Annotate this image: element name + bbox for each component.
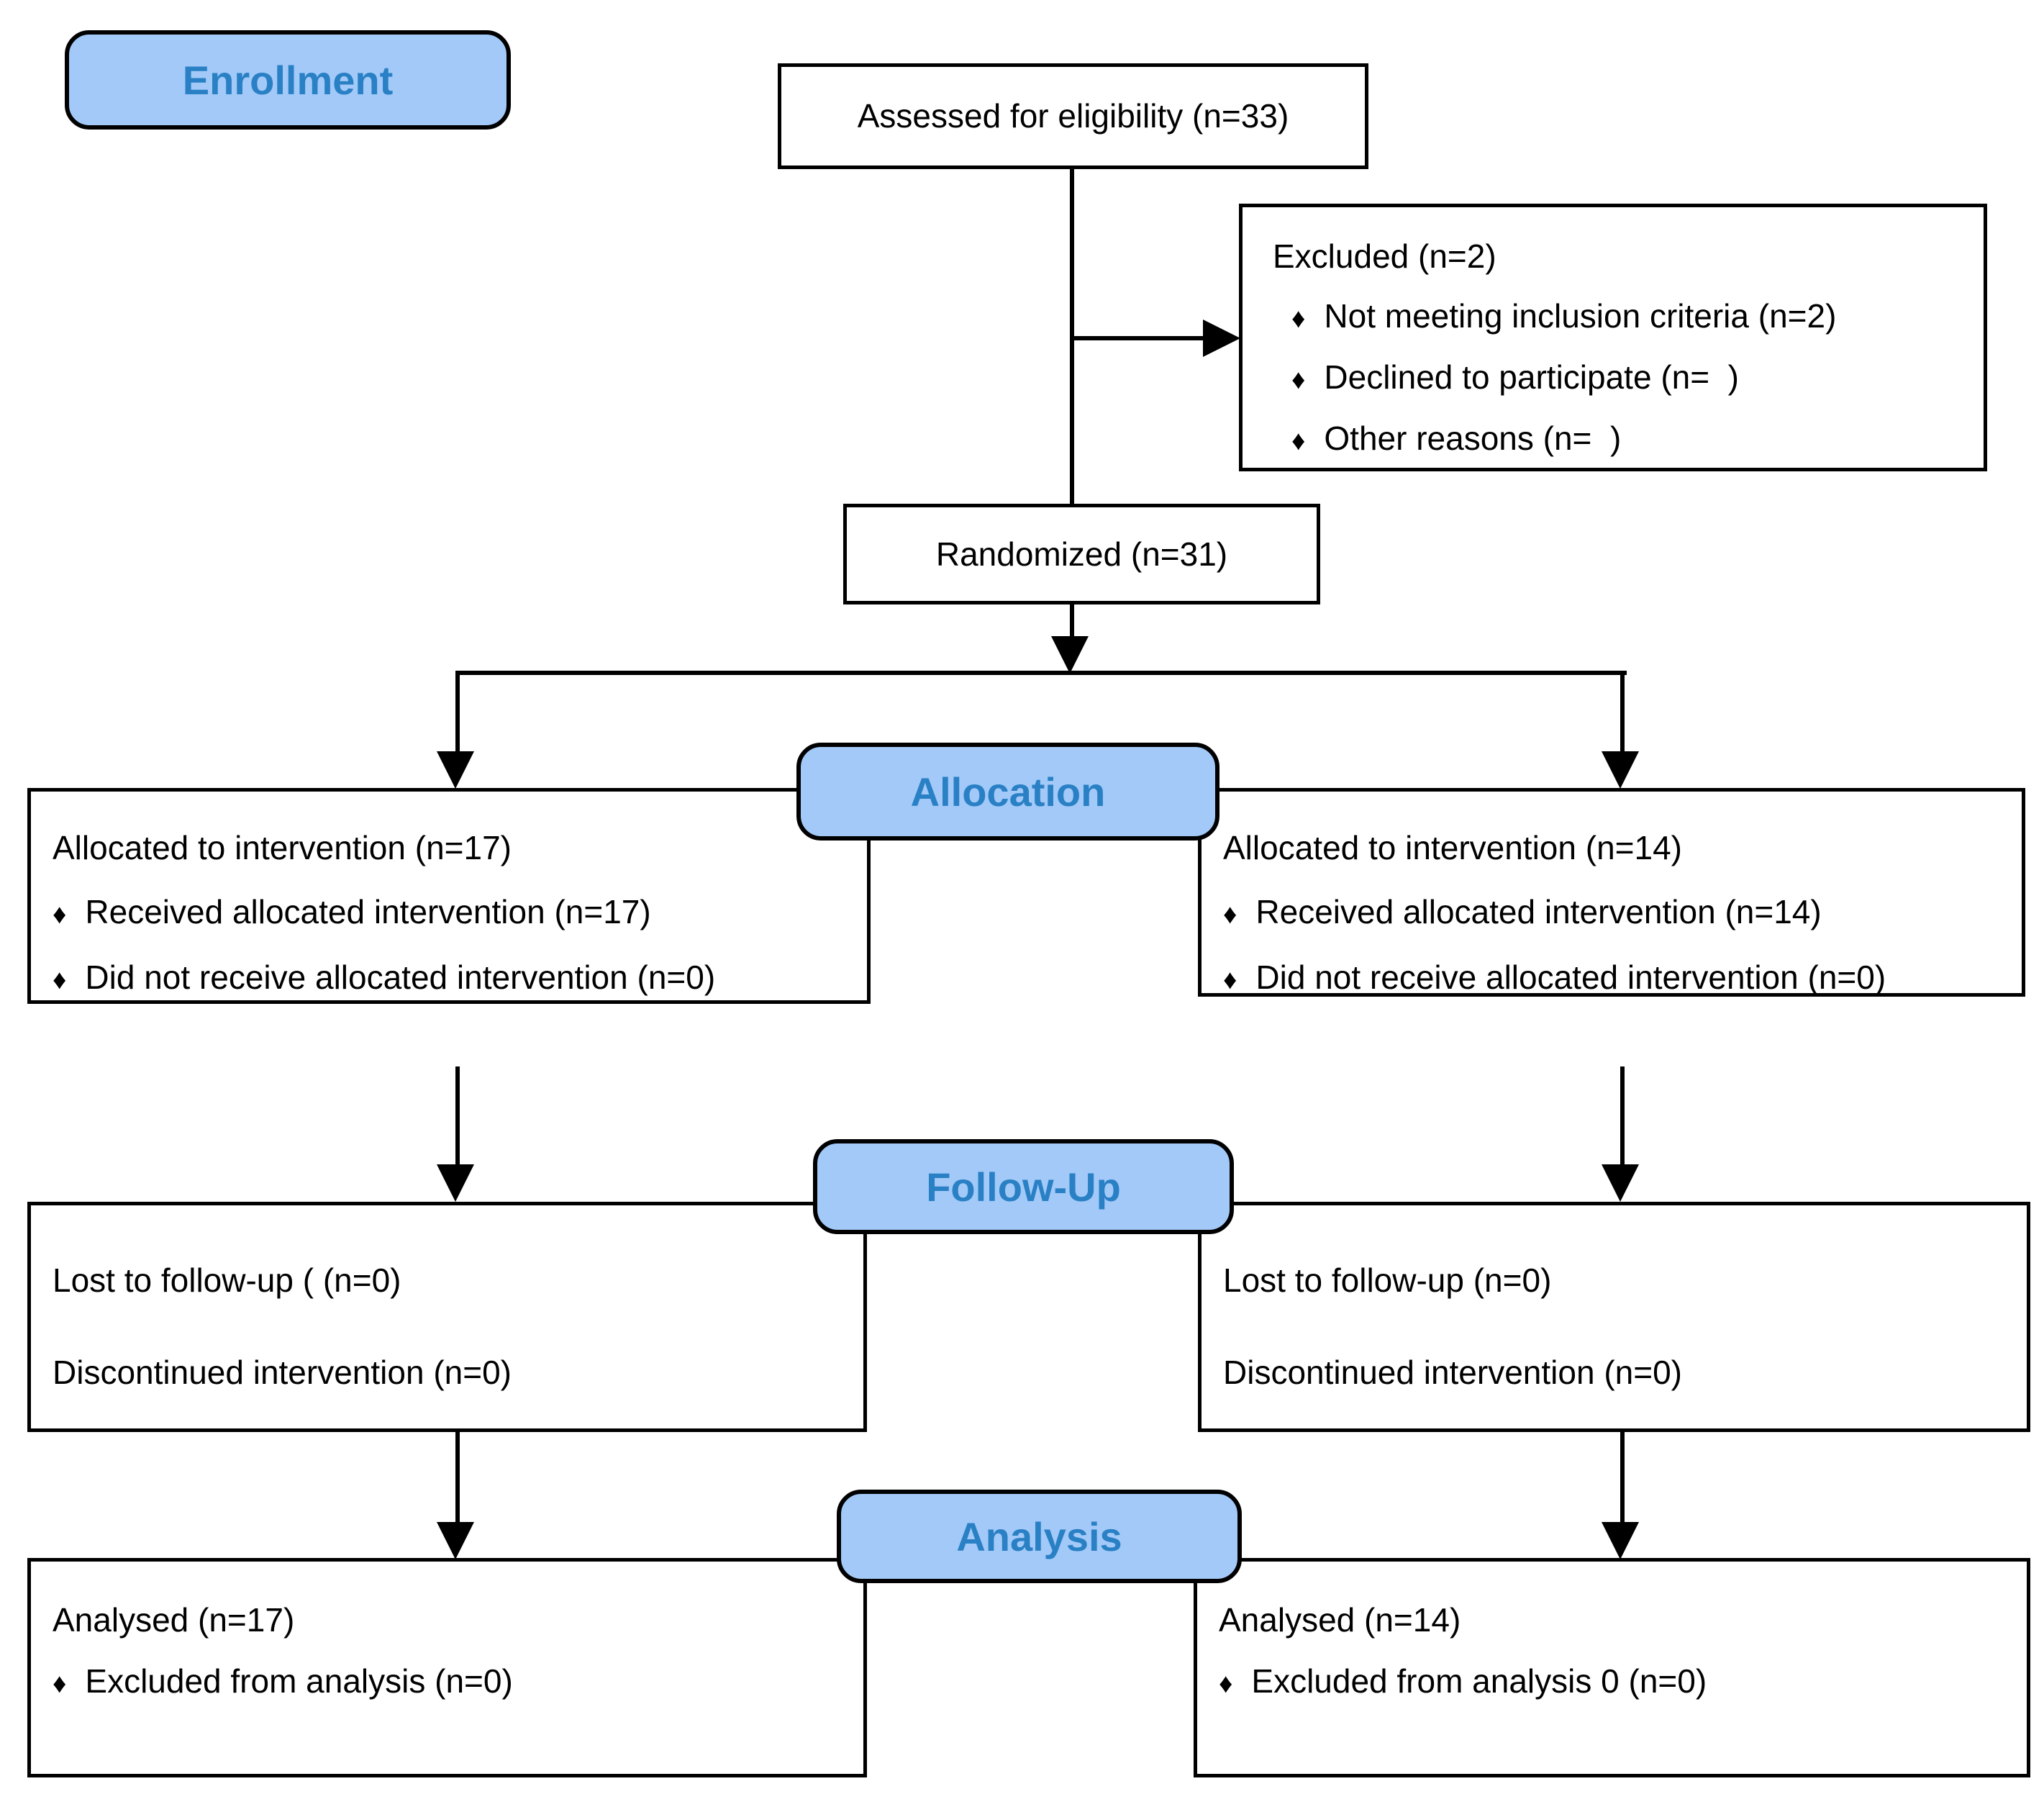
diamond-bullet-icon: ♦ — [53, 899, 67, 930]
analysis-left-item-text: Excluded from analysis (n=0) — [85, 1662, 513, 1700]
assessed-text: Assessed for eligibility (n=33) — [857, 97, 1289, 135]
excluded-item-text: Declined to participate (n= ) — [1324, 358, 1739, 396]
analysis-right-item: ♦ Excluded from analysis 0 (n=0) — [1219, 1662, 2012, 1700]
followup-left-box: Lost to follow-up ( (n=0) Discontinued i… — [27, 1202, 867, 1432]
followup-left-line2: Discontinued intervention (n=0) — [53, 1353, 512, 1391]
allocation-left-item-text: Did not receive allocated intervention (… — [85, 958, 716, 996]
excluded-box: Excluded (n=2) ♦ Not meeting inclusion c… — [1239, 204, 1987, 471]
arrowhead-branch-junction — [1051, 636, 1089, 674]
arrowhead-analysis-left — [437, 1522, 474, 1559]
allocation-right-box: Allocated to intervention (n=14) ♦ Recei… — [1198, 788, 2025, 997]
connector-to-excluded — [1070, 336, 1207, 340]
diamond-bullet-icon: ♦ — [1291, 303, 1306, 334]
arrowhead-fu-left — [437, 1164, 474, 1202]
stage-followup: Follow-Up — [813, 1139, 1234, 1234]
assessed-box: Assessed for eligibility (n=33) — [778, 63, 1368, 169]
analysis-right-box: Analysed (n=14) ♦ Excluded from analysis… — [1194, 1558, 2030, 1777]
diamond-bullet-icon: ♦ — [1223, 899, 1237, 930]
diamond-bullet-icon: ♦ — [53, 1668, 67, 1699]
connector-branch-left — [455, 671, 460, 753]
analysis-left-item: ♦ Excluded from analysis (n=0) — [53, 1662, 849, 1700]
diamond-bullet-icon: ♦ — [1291, 425, 1306, 456]
connector-fu-to-analysis-left — [455, 1431, 460, 1524]
followup-right-box: Lost to follow-up (n=0) Discontinued int… — [1198, 1202, 2030, 1432]
randomized-text: Randomized (n=31) — [935, 535, 1228, 573]
excluded-item: ♦ Other reasons (n= ) — [1273, 420, 1969, 458]
stage-allocation: Allocation — [796, 743, 1219, 841]
stage-enrollment-label: Enrollment — [182, 57, 394, 103]
allocation-left-item-text: Received allocated intervention (n=17) — [85, 892, 651, 930]
diamond-bullet-icon: ♦ — [1223, 964, 1237, 995]
stage-followup-label: Follow-Up — [926, 1164, 1121, 1210]
connector-alloc-to-fu-left — [455, 1066, 460, 1167]
followup-left-line1: Lost to follow-up ( (n=0) — [53, 1261, 401, 1299]
arrowhead-alloc-left — [437, 751, 474, 789]
allocation-right-item-text: Did not receive allocated intervention (… — [1255, 958, 1886, 996]
connector-branch-right — [1620, 671, 1625, 753]
followup-right-line1: Lost to follow-up (n=0) — [1223, 1261, 1552, 1299]
stage-allocation-label: Allocation — [910, 769, 1106, 815]
allocation-left-item: ♦ Did not receive allocated intervention… — [53, 959, 853, 997]
diamond-bullet-icon: ♦ — [53, 964, 67, 995]
stage-enrollment: Enrollment — [65, 30, 511, 130]
branch-line — [455, 671, 1627, 675]
connector-randomized-to-branch — [1070, 603, 1074, 639]
followup-right-line2: Discontinued intervention (n=0) — [1223, 1353, 1682, 1391]
stage-analysis: Analysis — [837, 1490, 1242, 1583]
arrowhead-analysis-right — [1602, 1522, 1639, 1559]
connector-alloc-to-fu-right — [1620, 1066, 1625, 1167]
arrowhead-excluded — [1203, 320, 1240, 357]
excluded-item-text: Other reasons (n= ) — [1324, 419, 1622, 457]
connector-fu-to-analysis-right — [1620, 1431, 1625, 1524]
analysis-left-title: Analysed (n=17) — [53, 1601, 295, 1639]
allocation-right-item: ♦ Received allocated intervention (n=14) — [1223, 893, 2007, 931]
excluded-item: ♦ Declined to participate (n= ) — [1273, 358, 1969, 397]
allocation-right-title: Allocated to intervention (n=14) — [1223, 829, 1683, 866]
arrowhead-fu-right — [1602, 1164, 1639, 1202]
excluded-item-text: Not meeting inclusion criteria (n=2) — [1324, 296, 1837, 335]
excluded-item: ♦ Not meeting inclusion criteria (n=2) — [1273, 297, 1969, 335]
allocation-right-item: ♦ Did not receive allocated intervention… — [1223, 959, 2007, 997]
analysis-left-box: Analysed (n=17) ♦ Excluded from analysis… — [27, 1558, 867, 1777]
analysis-right-title: Analysed (n=14) — [1219, 1601, 1461, 1639]
allocation-right-item-text: Received allocated intervention (n=14) — [1255, 892, 1822, 930]
stage-analysis-label: Analysis — [956, 1513, 1122, 1559]
allocation-left-box: Allocated to intervention (n=17) ♦ Recei… — [27, 788, 871, 1004]
excluded-title: Excluded (n=2) — [1273, 237, 1496, 275]
allocation-left-title: Allocated to intervention (n=17) — [53, 829, 512, 866]
arrowhead-alloc-right — [1602, 751, 1639, 789]
diamond-bullet-icon: ♦ — [1219, 1668, 1233, 1699]
allocation-left-item: ♦ Received allocated intervention (n=17) — [53, 893, 853, 931]
analysis-right-item-text: Excluded from analysis 0 (n=0) — [1251, 1662, 1707, 1700]
randomized-box: Randomized (n=31) — [843, 504, 1320, 604]
diamond-bullet-icon: ♦ — [1291, 364, 1306, 395]
